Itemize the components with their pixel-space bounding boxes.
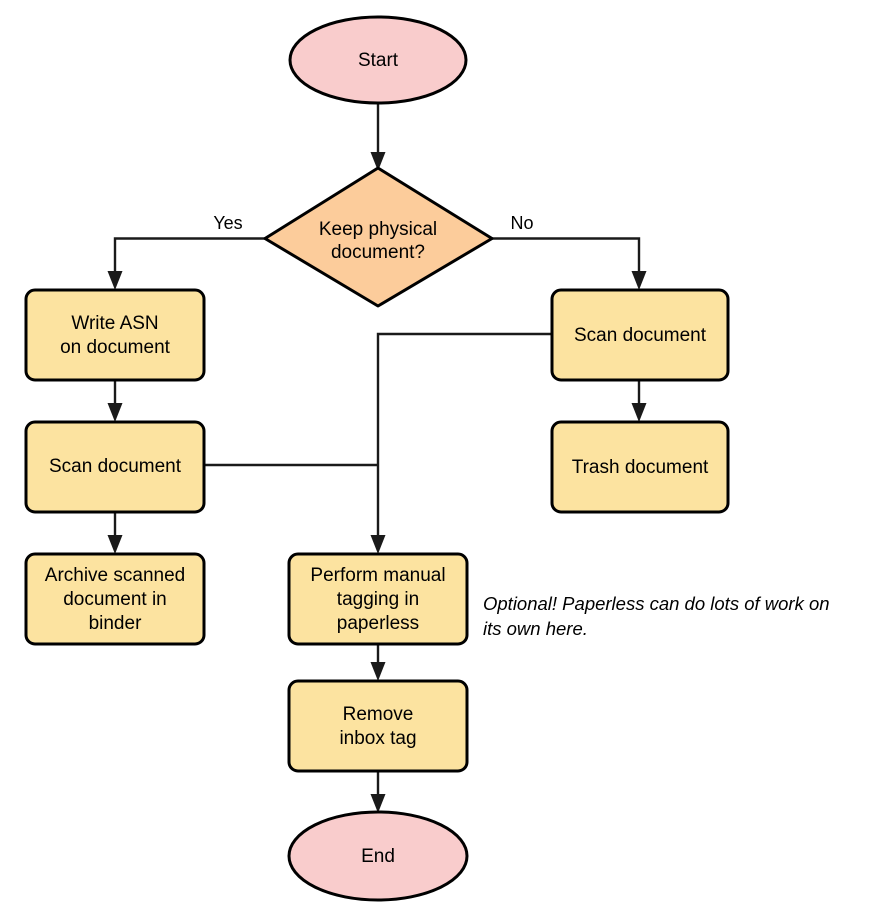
archive-label-line3: binder [89,613,142,634]
node-scan-document-left[interactable]: Scan document [24,420,206,514]
edge-write-asn-to-scan-left [107,380,123,422]
edge-scan-left-to-archive [107,512,123,554]
write-asn-label-line1: Write ASN [71,313,158,334]
edge-remove-inbox-to-end [370,771,386,813]
trash-document-box [550,420,730,514]
tagging-label-line1: Perform manual [310,565,445,586]
decision-label-line2: document? [331,242,425,263]
remove-inbox-label-line1: Remove [343,704,414,725]
node-scan-document-right[interactable]: Scan document [550,288,730,382]
scan-document-left-label: Scan document [49,456,182,477]
archive-label-line1: Archive scanned [45,565,185,586]
node-trash-document[interactable]: Trash document [550,420,730,514]
remove-inbox-tag-box [287,679,469,773]
trash-document-label: Trash document [572,457,709,478]
node-end[interactable]: End [287,810,469,902]
start-label: Start [358,50,399,71]
archive-box [24,552,206,646]
scan-document-right-label: Scan document [574,325,707,346]
annotation-line2: its own here. [483,618,588,639]
edge-label-no: No [510,213,533,233]
node-start[interactable]: Start [288,15,468,105]
start-ellipse [288,15,468,105]
node-remove-inbox-tag[interactable]: Remove inbox tag [287,679,469,773]
edge-decision-no-to-scan-right [492,237,647,290]
decision-diamond [263,166,494,308]
edge-decision-yes-to-write-asn [107,237,265,290]
decision-label-line1: Keep physical [319,219,437,240]
tagging-box [287,552,469,646]
node-perform-manual-tagging[interactable]: Perform manual tagging in paperless [287,552,469,646]
edge-scan-right-to-trash [631,380,647,422]
edge-start-to-decision [370,102,386,171]
node-write-asn[interactable]: Write ASN on document [24,288,206,382]
tagging-label-line2: tagging in [337,589,419,610]
node-decision-keep-physical-document[interactable]: Keep physical document? [263,166,494,308]
write-asn-box [24,288,206,382]
end-label: End [361,846,395,867]
edge-tagging-to-remove-inbox [370,643,386,681]
write-asn-label-line2: on document [60,337,171,358]
archive-label-line2: document in [63,589,167,610]
end-ellipse [287,810,469,902]
edge-scan-right-to-tagging [370,332,552,554]
scan-document-right-box [550,288,730,382]
node-archive-scanned-document[interactable]: Archive scanned document in binder [24,552,206,646]
remove-inbox-label-line2: inbox tag [339,728,416,749]
edge-label-yes: Yes [213,213,242,233]
tagging-label-line3: paperless [337,613,419,634]
annotation-optional-note: Optional! Paperless can do lots of work … [483,593,830,639]
annotation-line1: Optional! Paperless can do lots of work … [483,593,830,614]
scan-document-left-box [24,420,206,514]
